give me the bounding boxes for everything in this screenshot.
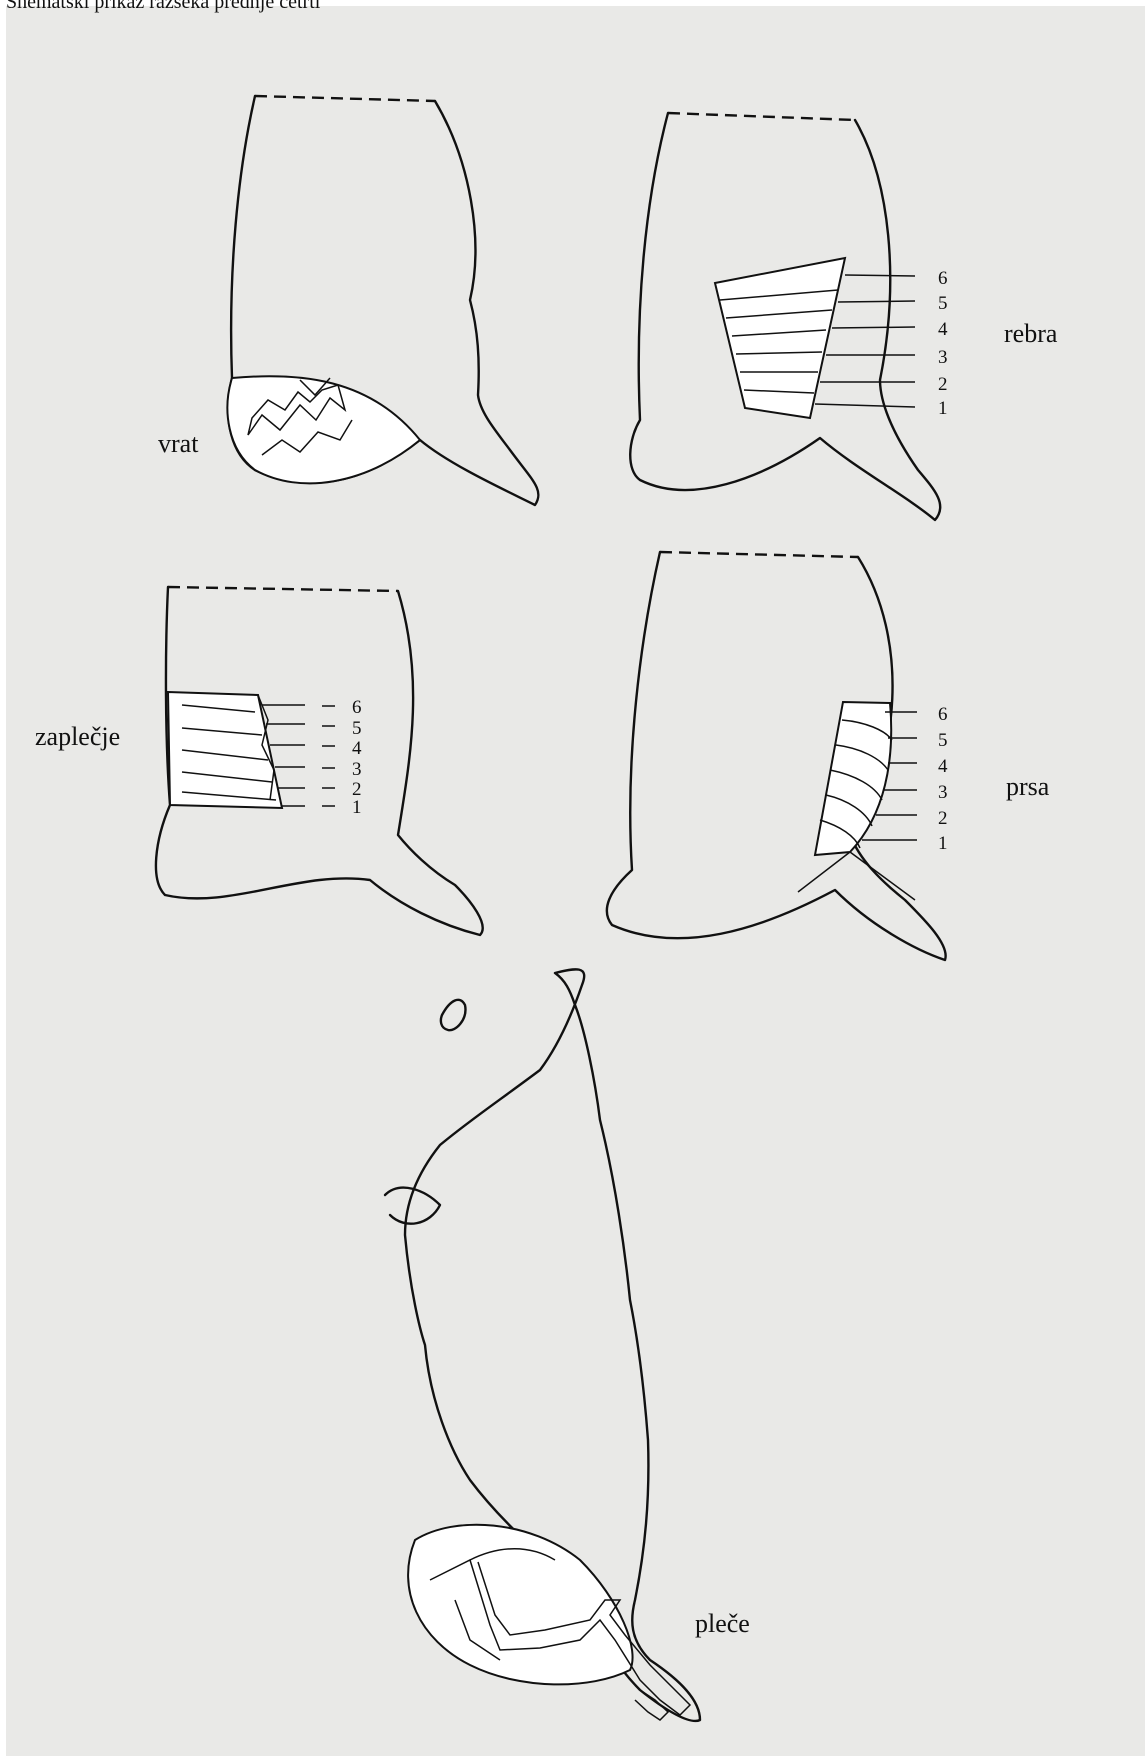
prsa-num-6: 6 [938, 704, 948, 725]
rebra-num-3: 3 [938, 347, 948, 368]
vrat-drawing: vrat [158, 96, 538, 505]
zaplecje-num-4: 4 [352, 738, 362, 759]
zaplecje-num-1: 1 [352, 797, 362, 818]
rebra-num-5: 5 [938, 293, 948, 314]
prsa-drawing: 6 5 4 3 2 1 prsa [607, 552, 1050, 960]
prsa-num-4: 4 [938, 756, 948, 777]
zaplecje-num-3: 3 [352, 759, 362, 780]
vrat-cut-surface [227, 376, 420, 483]
plece-label: pleče [695, 1609, 750, 1638]
rebra-drawing: 6 5 4 3 2 1 rebra [630, 113, 1058, 520]
plece-hole [441, 1000, 466, 1030]
zaplecje-num-6: 6 [352, 697, 362, 718]
rebra-num-2: 2 [938, 374, 948, 395]
rebra-num-4: 4 [938, 319, 948, 340]
zaplecje-label: zaplečje [35, 722, 120, 751]
prsa-label: prsa [1006, 772, 1050, 801]
prsa-outline [607, 552, 946, 960]
prsa-num-2: 2 [938, 808, 948, 829]
zaplecje-cut-line [168, 587, 398, 591]
zaplecje-num-5: 5 [352, 718, 362, 739]
prsa-num-5: 5 [938, 730, 948, 751]
rebra-cut-line [668, 113, 855, 120]
zaplecje-drawing: 6 5 4 3 2 1 zaplečje [35, 587, 483, 935]
prsa-num-1: 1 [938, 833, 948, 854]
prsa-cut-surface [815, 702, 891, 855]
vrat-cut-line [255, 96, 435, 101]
prsa-cut-line [660, 552, 858, 557]
rebra-num-6: 6 [938, 268, 948, 289]
vrat-label: vrat [158, 429, 199, 458]
rebra-num-1: 1 [938, 398, 948, 419]
prsa-num-3: 3 [938, 782, 948, 803]
rebra-label: rebra [1004, 319, 1058, 348]
rebra-cut-surface [715, 258, 845, 418]
plece-drawing: pleče [385, 969, 750, 1721]
